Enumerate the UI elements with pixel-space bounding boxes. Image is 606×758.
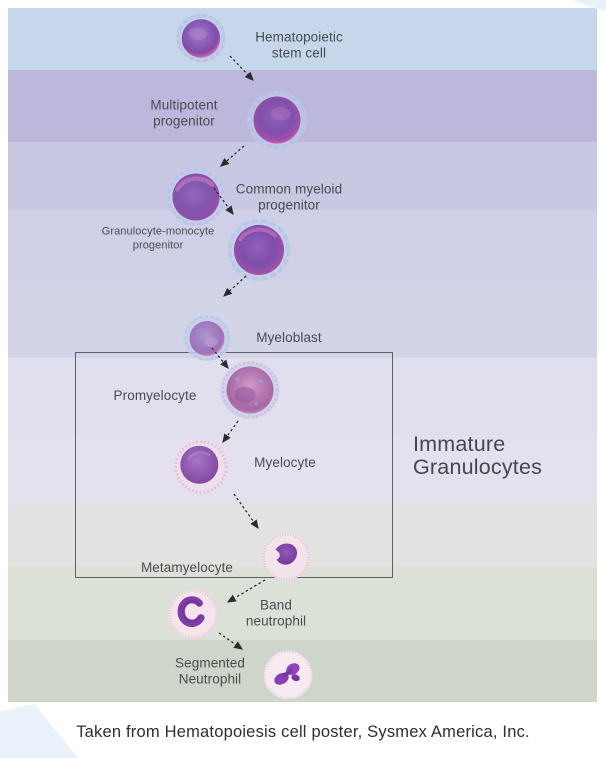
immature-granulocytes-box [75, 352, 393, 578]
stage-label-metamyelocyte: Metamyelocyte [140, 559, 234, 575]
stage-label-band-neutrophil: Band neutrophil [245, 597, 307, 629]
stage-label-common-myeloid-progenitor: Common myeloid progenitor [235, 181, 343, 213]
cell-image-myeloblast [182, 313, 232, 363]
cell-image-multipotent-progenitor [246, 89, 308, 151]
band-5 [8, 280, 597, 358]
cell-image-granulocyte-monocyte-progenitor [226, 217, 292, 283]
stage-label-granulocyte-monocyte-progenitor: Granulocyte-monocyte progenitor [101, 225, 215, 251]
cell-image-metamyelocyte [260, 531, 312, 583]
cell-image-hematopoietic-stem-cell [175, 12, 227, 64]
cell-image-band-neutrophil [166, 587, 220, 641]
corner-accent-bottom-left [0, 704, 78, 758]
band-1 [8, 8, 597, 70]
source-caption: Taken from Hematopoiesis cell poster, Sy… [76, 723, 530, 741]
band-3 [8, 142, 597, 210]
band-6 [8, 358, 597, 436]
cell-image-common-myeloid-progenitor [165, 166, 227, 228]
band-7 [8, 436, 597, 504]
immature-granulocytes-label: Immature Granulocytes [413, 432, 543, 479]
cell-image-segmented-neutrophil [261, 648, 315, 702]
stage-label-myeloblast: Myeloblast [256, 329, 322, 345]
stage-label-multipotent-progenitor: Multipotent progenitor [150, 97, 218, 129]
stage-label-hematopoietic-stem-cell: Hematopoietic stem cell [255, 29, 343, 61]
band-4 [8, 210, 597, 280]
cell-image-promyelocyte [219, 359, 281, 421]
cell-image-myelocyte [173, 439, 229, 495]
band-9 [8, 567, 597, 640]
stage-label-promyelocyte: Promyelocyte [113, 387, 197, 403]
stage-label-segmented-neutrophil: Segmented Neutrophil [175, 655, 245, 687]
stage-label-myelocyte: Myelocyte [254, 454, 316, 470]
